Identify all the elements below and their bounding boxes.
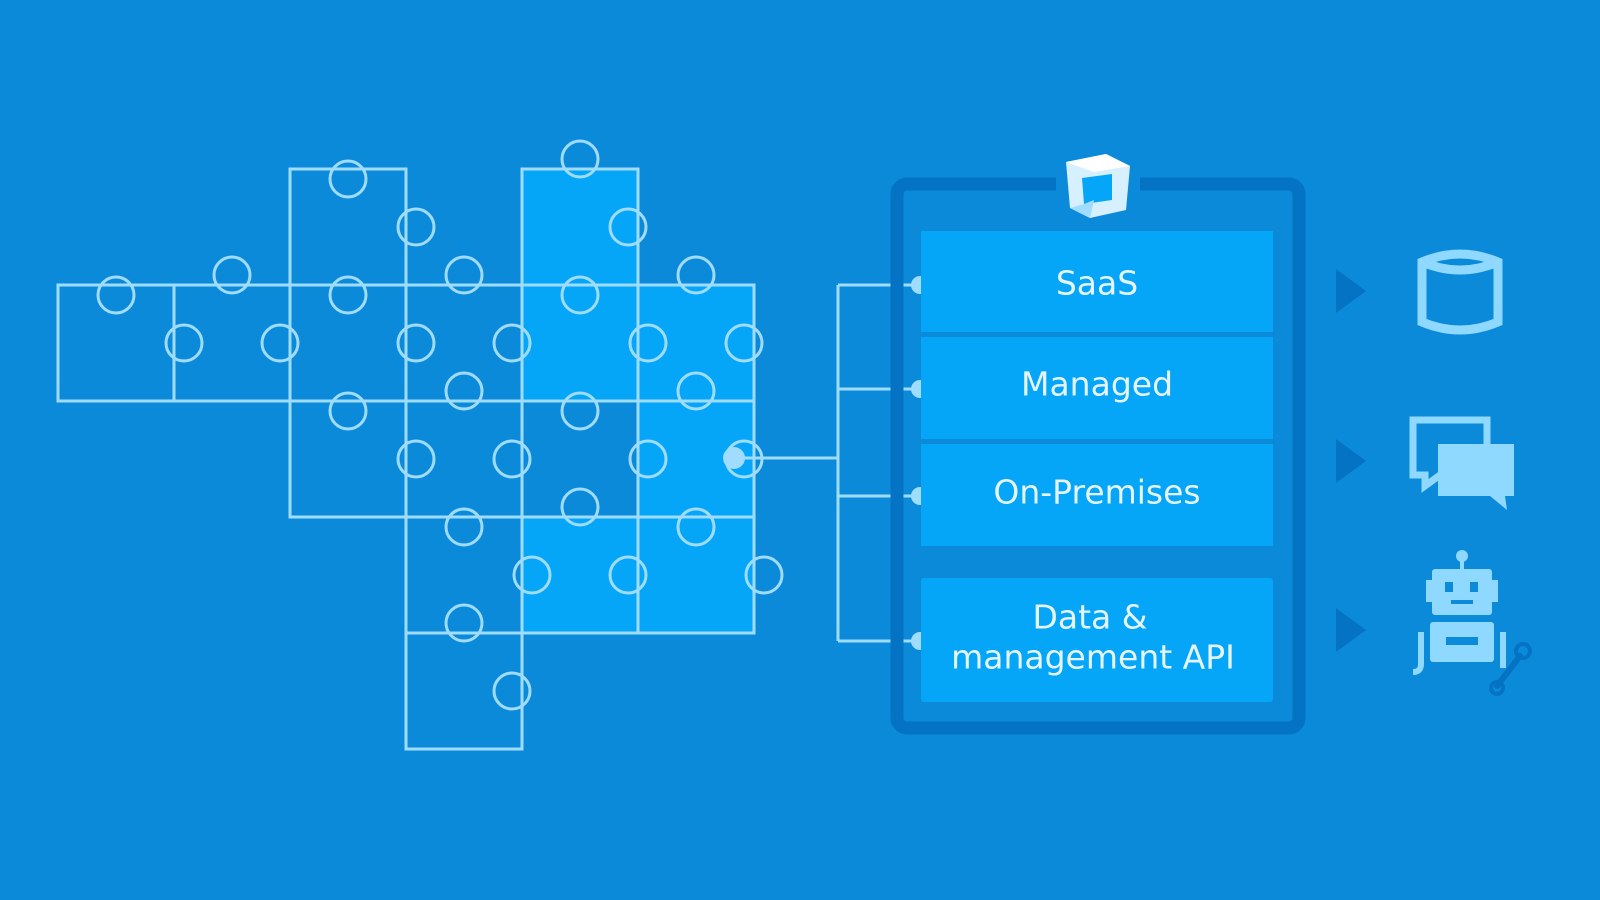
puzzle-knob	[492, 323, 532, 363]
puzzle-knob	[328, 391, 368, 431]
puzzle-knob	[492, 439, 532, 479]
puzzle-knob	[628, 439, 668, 479]
puzzle-knob	[396, 323, 436, 363]
puzzle-knob	[560, 275, 600, 315]
database-icon	[1417, 249, 1503, 335]
puzzle-knob	[676, 371, 716, 411]
puzzle-knob	[724, 323, 764, 363]
puzzle-knob	[492, 671, 532, 711]
puzzle-knob	[560, 391, 600, 431]
puzzle-piece-highlight	[522, 517, 638, 633]
panel-item-api-label-line2: management API	[951, 638, 1235, 677]
arrow-to-robot	[1336, 608, 1366, 652]
puzzle-knob	[444, 255, 484, 295]
puzzle-knob	[96, 275, 136, 315]
arrow-to-chat	[1336, 439, 1366, 483]
puzzle-knob	[328, 159, 368, 199]
puzzle-knob	[212, 255, 252, 295]
puzzle-knob	[744, 555, 784, 595]
panel-item-saas-label: SaaS	[1056, 264, 1138, 303]
arrow-to-database	[1336, 269, 1366, 313]
puzzle-knob	[676, 507, 716, 547]
puzzle-knob	[444, 371, 484, 411]
dynatrace-cube-icon	[1066, 154, 1130, 218]
puzzle-piece-highlight	[522, 169, 638, 285]
puzzle-knob	[628, 323, 668, 363]
puzzle-knob	[396, 439, 436, 479]
robot-icon	[1412, 550, 1532, 696]
panel-item-saas[interactable]	[921, 231, 1273, 332]
puzzle-knob	[260, 323, 300, 363]
puzzle-pieces-icon	[56, 139, 784, 751]
puzzle-knob	[164, 323, 204, 363]
puzzle-knob	[512, 555, 552, 595]
panel-item-managed[interactable]	[921, 337, 1273, 439]
panel-item-api[interactable]	[921, 578, 1273, 702]
puzzle-grid-lines	[56, 167, 756, 751]
puzzle-knob	[608, 207, 648, 247]
panel-item-managed-label: Managed	[1021, 365, 1173, 404]
wrench-icon	[1489, 642, 1532, 696]
panel-item-api-label-line1: Data &	[1032, 598, 1147, 637]
platform-panel: SaaS Managed On-Premises Data & manageme…	[890, 154, 1306, 735]
panel-item-onprem[interactable]	[921, 444, 1273, 546]
puzzle-knob	[560, 487, 600, 527]
output-arrows	[1336, 269, 1366, 652]
puzzle-knob	[608, 555, 648, 595]
puzzle-piece-highlight	[638, 285, 754, 401]
connector-dot-source	[723, 447, 745, 469]
puzzle-knob	[676, 255, 716, 295]
chat-bubbles-icon	[1409, 416, 1514, 510]
puzzle-piece-highlight	[638, 517, 754, 633]
puzzle-knob	[444, 507, 484, 547]
puzzle-knob	[560, 139, 600, 179]
puzzle-knob	[396, 207, 436, 247]
puzzle-knob	[328, 275, 368, 315]
puzzle-piece-highlight	[522, 285, 638, 401]
panel-item-onprem-label: On-Premises	[993, 473, 1200, 512]
puzzle-knob	[444, 603, 484, 643]
